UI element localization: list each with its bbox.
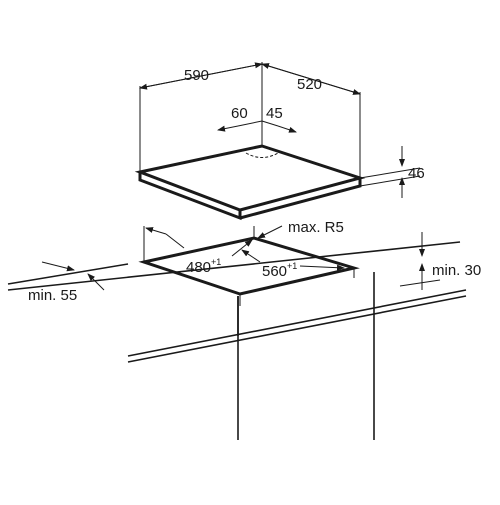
label-46: 46 — [408, 165, 425, 182]
dim-560-arrow-a — [241, 249, 261, 263]
dim-55-arrow-b — [87, 273, 105, 291]
label-min-55: min. 55 — [28, 287, 77, 304]
dim-45-line — [261, 120, 279, 127]
label-590: 590 — [184, 67, 209, 84]
label-520: 520 — [297, 76, 322, 93]
label-max-r5: max. R5 — [288, 219, 344, 236]
worktop-left-edge — [7, 263, 129, 285]
hob — [134, 144, 366, 221]
gas-inlet-marking — [245, 152, 279, 158]
worktop — [7, 236, 467, 440]
cutout — [138, 236, 360, 296]
label-60: 60 — [231, 105, 248, 122]
top-dimension-lines — [139, 62, 421, 198]
dim-55-arrow-a — [41, 261, 75, 272]
label-min-30: min. 30 — [432, 262, 481, 279]
label-45: 45 — [266, 105, 283, 122]
cutout-dimension-lines — [41, 225, 441, 306]
dim-480-line — [165, 233, 185, 249]
worktop-front-bottom-edge — [127, 295, 467, 363]
hob-top-surface — [134, 144, 366, 212]
ext-height-top — [359, 167, 421, 179]
label-480: 480+1 — [186, 257, 221, 276]
worktop-back-edge — [7, 241, 461, 291]
dim-520-line-b — [261, 63, 361, 95]
label-560: 560+1 — [262, 261, 297, 280]
ext-min30 — [399, 279, 441, 287]
worktop-front-top-edge — [127, 289, 467, 357]
dim-60-line — [237, 120, 263, 127]
dim-560-arrow-b — [299, 264, 345, 271]
dim-590-line-b — [139, 62, 263, 89]
ext-height-bottom — [359, 175, 421, 187]
hob-front-left-edge — [138, 172, 242, 221]
dim-480-arrow-a — [145, 227, 167, 235]
dim-480-arrow-b — [231, 239, 253, 257]
dim-60-arrow — [217, 125, 239, 132]
radius-leader — [257, 225, 283, 239]
dim-45-arrow — [277, 125, 297, 133]
